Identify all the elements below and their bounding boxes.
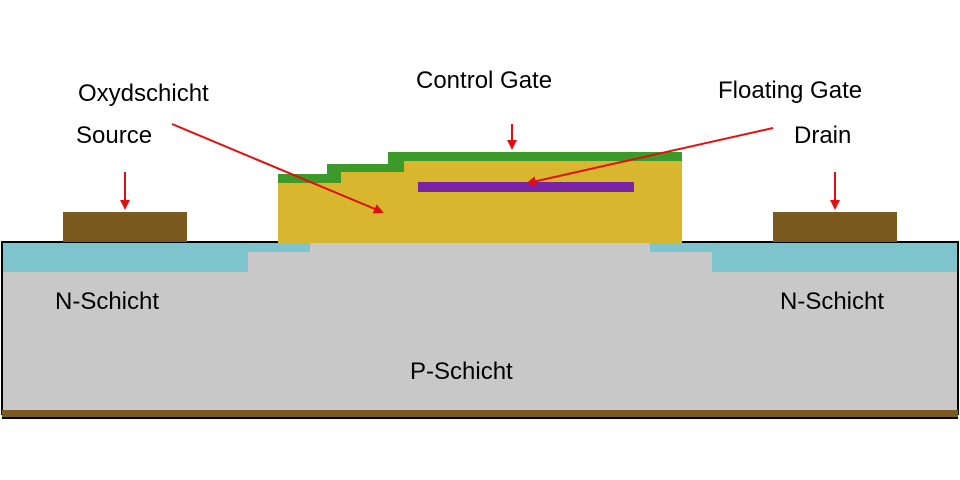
drain-contact — [773, 212, 897, 242]
bottom-contact — [2, 410, 958, 418]
label-p-layer: P-Schicht — [410, 358, 513, 385]
label-floating-gate: Floating Gate — [718, 77, 862, 104]
oxide-arrow — [171, 123, 384, 214]
floating-gate-arrow — [526, 127, 774, 187]
label-oxide: Oxydschicht — [78, 80, 209, 107]
label-control-gate: Control Gate — [416, 67, 552, 94]
oxide-layer — [278, 152, 682, 243]
label-n-right: N-Schicht — [780, 288, 884, 315]
n-region-right — [650, 243, 957, 272]
label-n-left: N-Schicht — [55, 288, 159, 315]
floating-gate — [418, 182, 634, 192]
label-source: Source — [76, 122, 152, 149]
n-region-left — [3, 243, 310, 272]
source-contact — [63, 212, 187, 242]
label-drain: Drain — [794, 122, 851, 149]
control-gate — [278, 152, 682, 183]
